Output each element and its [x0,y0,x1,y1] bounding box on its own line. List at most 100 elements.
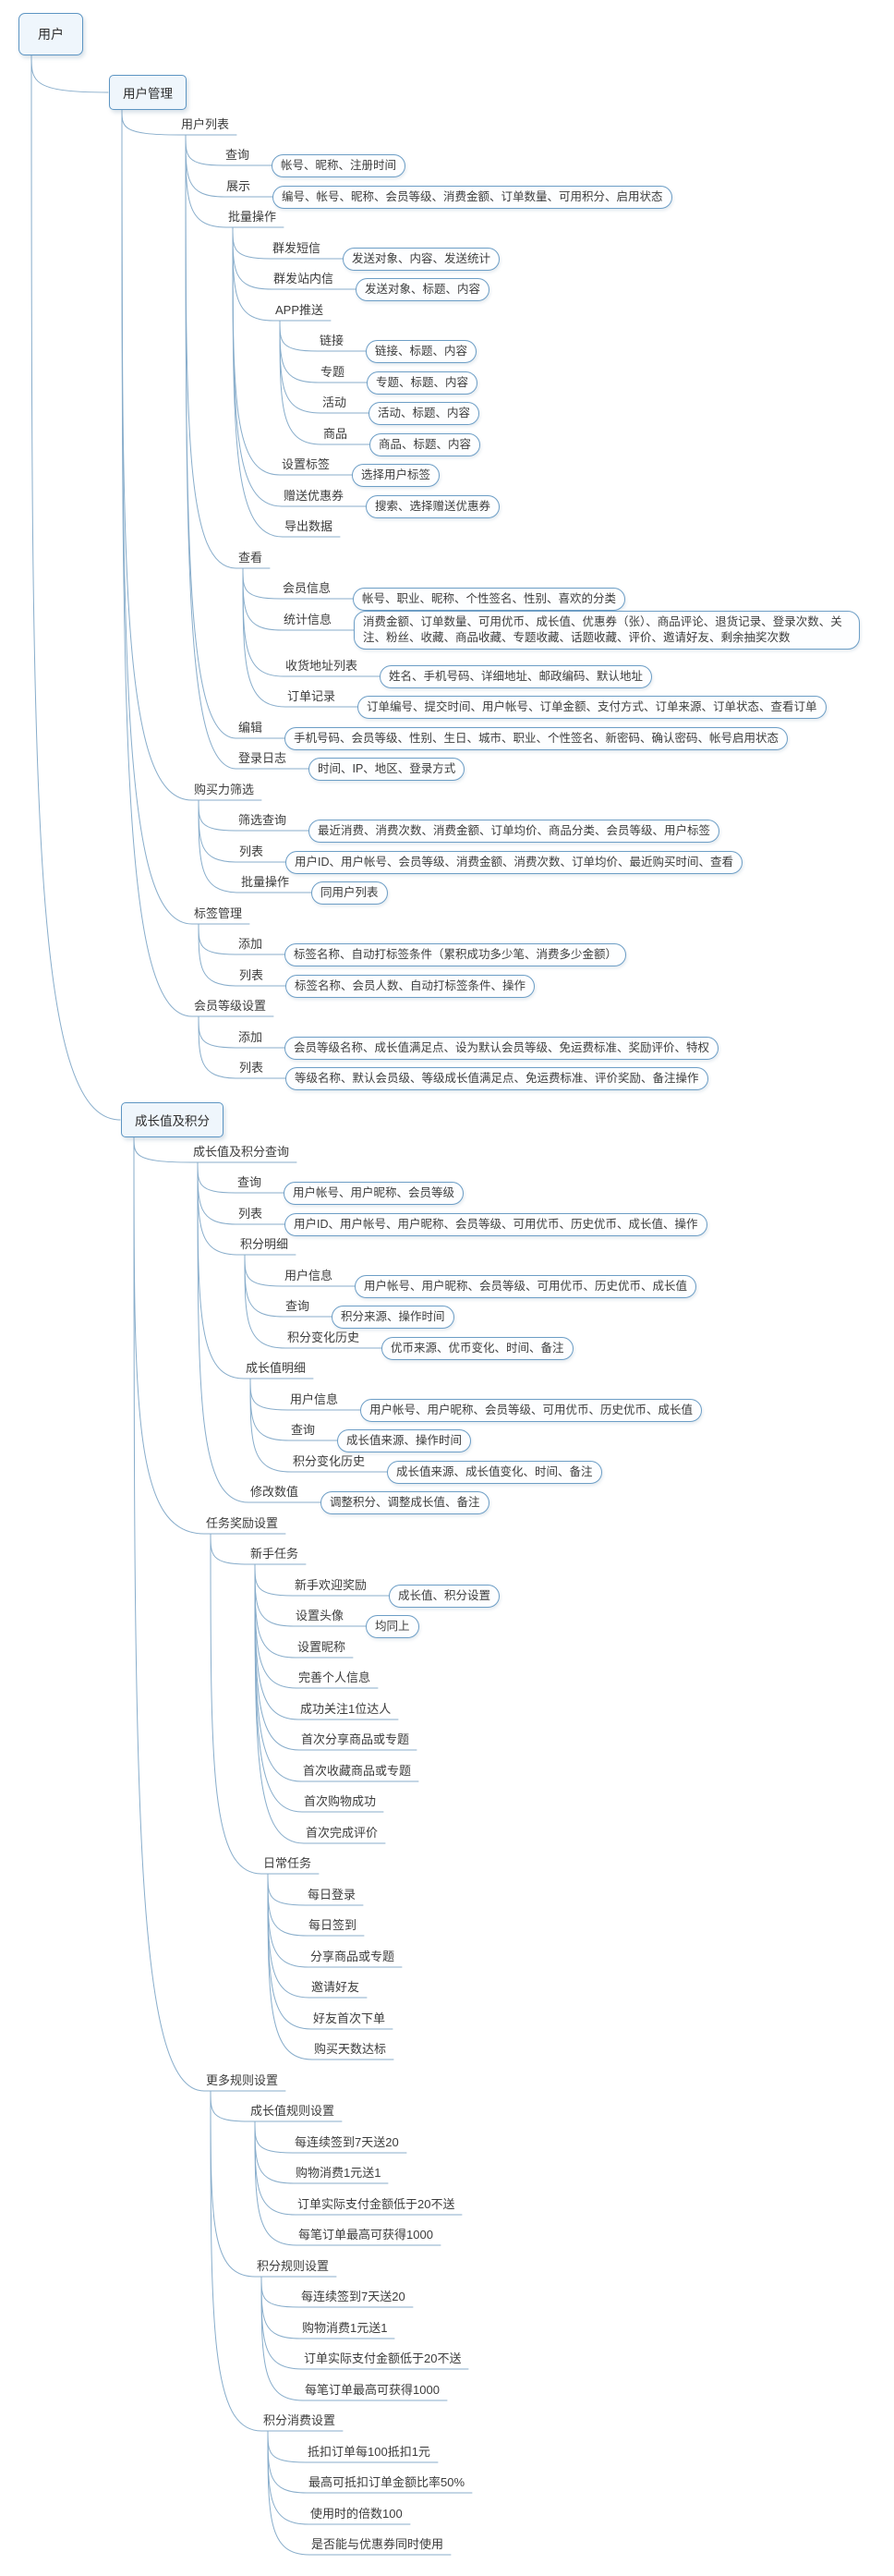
topic-node[interactable]: 首次购物成功 [304,1794,377,1808]
detail-pill[interactable]: 选择用户标签 [352,464,441,487]
detail-pill[interactable]: 成长值、积分设置 [389,1585,501,1608]
topic-node[interactable]: APP推送 [275,303,324,317]
topic-node[interactable]: 日常任务 [263,1856,312,1870]
topic-node[interactable]: 列表 [239,1061,264,1075]
topic-node[interactable]: 购物消费1元送1 [296,2166,381,2180]
topic-node[interactable]: 分享商品或专题 [310,1950,395,1963]
topic-node[interactable]: 修改数值 [250,1485,299,1499]
detail-pill[interactable]: 专题、标题、内容 [367,371,478,395]
topic-node[interactable]: 每笔订单最高可获得1000 [305,2383,440,2397]
detail-pill[interactable]: 手机号码、会员等级、性别、生日、城市、职业、个性签名、新密码、确认密码、帐号启用… [284,727,789,750]
topic-node[interactable]: 任务奖励设置 [206,1516,279,1530]
topic-node[interactable]: 购物消费1元送1 [302,2321,388,2335]
detail-pill[interactable]: 最近消费、消费次数、消费金额、订单均价、商品分类、会员等级、用户标签 [308,820,720,843]
detail-pill[interactable]: 成长值来源、成长值变化、时间、备注 [387,1461,602,1484]
topic-node[interactable]: 首次完成评价 [306,1826,379,1840]
topic-node[interactable]: 用户信息 [284,1269,333,1282]
detail-pill[interactable]: 发送对象、标题、内容 [356,278,490,301]
topic-node[interactable]: 查询 [285,1299,310,1313]
topic-node[interactable]: 查看 [238,551,263,565]
topic-node[interactable]: 链接 [320,334,344,347]
topic-node[interactable]: 邀请好友 [311,1980,360,1994]
branch-node[interactable]: 成长值及积分 [121,1102,224,1137]
topic-node[interactable]: 查询 [291,1423,316,1437]
topic-node[interactable]: 导出数据 [284,519,333,533]
detail-pill[interactable]: 用户帐号、用户昵称、会员等级、可用优币、历史优币、成长值 [355,1275,697,1298]
detail-pill[interactable]: 调整积分、调整成长值、备注 [320,1491,489,1514]
topic-node[interactable]: 展示 [226,179,251,193]
topic-node[interactable]: 成长值规则设置 [250,2104,335,2118]
topic-node[interactable]: 成功关注1位达人 [300,1702,392,1716]
topic-node[interactable]: 标签管理 [194,906,243,920]
detail-pill[interactable]: 用户ID、用户帐号、用户昵称、会员等级、可用优币、历史优币、成长值、操作 [284,1213,707,1236]
detail-pill[interactable]: 用户帐号、用户昵称、会员等级 [284,1182,465,1205]
topic-node[interactable]: 成长值明细 [246,1361,307,1375]
topic-node[interactable]: 设置头像 [296,1609,344,1622]
topic-node[interactable]: 列表 [239,968,264,982]
detail-pill[interactable]: 时间、IP、地区、登录方式 [308,758,465,781]
detail-pill[interactable]: 成长值来源、操作时间 [337,1429,472,1452]
detail-pill[interactable]: 链接、标题、内容 [366,340,477,363]
topic-node[interactable]: 会员信息 [283,581,332,595]
topic-node[interactable]: 购买天数达标 [314,2042,387,2056]
topic-node[interactable]: 列表 [239,844,264,858]
topic-node[interactable]: 首次分享商品或专题 [301,1732,410,1746]
topic-node[interactable]: 完善个人信息 [298,1671,371,1684]
topic-node[interactable]: 抵扣订单每100抵扣1元 [308,2445,430,2459]
topic-node[interactable]: 添加 [238,937,263,951]
topic-node[interactable]: 添加 [238,1030,263,1044]
topic-node[interactable]: 每日签到 [308,1918,357,1932]
detail-pill[interactable]: 活动、标题、内容 [368,402,480,425]
detail-pill[interactable]: 等级名称、默认会员级、等级成长值满足点、免运费标准、评价奖励、备注操作 [285,1067,708,1090]
topic-node[interactable]: 商品 [323,427,348,441]
root-node[interactable]: 用户 [18,13,83,55]
branch-node[interactable]: 用户管理 [109,75,187,110]
topic-node[interactable]: 批量操作 [228,210,277,224]
detail-pill[interactable]: 积分来源、操作时间 [332,1306,454,1329]
detail-pill[interactable]: 帐号、昵称、注册时间 [272,154,406,177]
detail-pill[interactable]: 会员等级名称、成长值满足点、设为默认会员等级、免运费标准、奖励评价、特权 [284,1037,719,1060]
topic-node[interactable]: 活动 [322,395,347,409]
topic-node[interactable]: 会员等级设置 [194,999,267,1013]
topic-node[interactable]: 积分规则设置 [257,2259,330,2273]
topic-node[interactable]: 积分消费设置 [263,2413,336,2427]
detail-pill[interactable]: 编号、帐号、昵称、会员等级、消费金额、订单数量、可用积分、启用状态 [272,186,672,209]
detail-pill[interactable]: 同用户列表 [311,881,388,905]
topic-node[interactable]: 新手欢迎奖励 [295,1578,368,1592]
topic-node[interactable]: 每连续签到7天送20 [301,2290,405,2303]
topic-node[interactable]: 成长值及积分查询 [193,1145,290,1159]
topic-node[interactable]: 订单实际支付金额低于20不送 [304,2351,462,2365]
topic-node[interactable]: 每笔订单最高可获得1000 [298,2228,433,2242]
topic-node[interactable]: 订单记录 [287,689,336,703]
topic-node[interactable]: 首次收藏商品或专题 [303,1764,412,1778]
topic-node[interactable]: 每连续签到7天送20 [295,2135,399,2149]
detail-pill[interactable]: 订单编号、提交时间、用户帐号、订单金额、支付方式、订单来源、订单状态、查看订单 [357,696,827,719]
topic-node[interactable]: 购买力筛选 [194,783,255,796]
topic-node[interactable]: 新手任务 [250,1547,299,1561]
topic-node[interactable]: 赠送优惠券 [284,489,344,503]
detail-pill[interactable]: 姓名、手机号码、详细地址、邮政编码、默认地址 [380,665,653,688]
topic-node[interactable]: 订单实际支付金额低于20不送 [297,2197,455,2211]
detail-pill[interactable]: 均同上 [366,1615,419,1638]
topic-node[interactable]: 设置标签 [282,457,331,471]
topic-node[interactable]: 使用时的倍数100 [310,2507,403,2521]
topic-node[interactable]: 积分变化历史 [287,1331,360,1344]
topic-node[interactable]: 查询 [225,148,250,162]
detail-pill[interactable]: 帐号、职业、昵称、个性签名、性别、喜欢的分类 [353,588,626,611]
detail-pill[interactable]: 标签名称、会员人数、自动打标签条件、操作 [285,975,536,998]
detail-pill[interactable]: 标签名称、自动打标签条件（累积成功多少笔、消费多少金额） [284,943,627,966]
detail-pill[interactable]: 商品、标题、内容 [369,433,481,456]
detail-pill[interactable]: 发送对象、内容、发送统计 [343,248,501,271]
detail-pill[interactable]: 用户帐号、用户昵称、会员等级、可用优币、历史优币、成长值 [360,1399,703,1422]
detail-pill[interactable]: 消费金额、订单数量、可用优币、成长值、优惠券（张）、商品评论、退货记录、登录次数… [354,611,860,650]
topic-node[interactable]: 登录日志 [238,751,287,765]
topic-node[interactable]: 是否能与优惠券同时使用 [311,2537,444,2551]
topic-node[interactable]: 用户列表 [181,117,230,131]
topic-node[interactable]: 好友首次下单 [313,2011,386,2025]
topic-node[interactable]: 列表 [238,1207,263,1221]
topic-node[interactable]: 编辑 [238,721,263,735]
topic-node[interactable]: 每日登录 [308,1888,356,1902]
detail-pill[interactable]: 用户ID、用户帐号、会员等级、消费金额、消费次数、订单均价、最近购买时间、查看 [285,851,743,874]
detail-pill[interactable]: 优币来源、优币变化、时间、备注 [381,1337,574,1360]
topic-node[interactable]: 批量操作 [241,875,290,889]
